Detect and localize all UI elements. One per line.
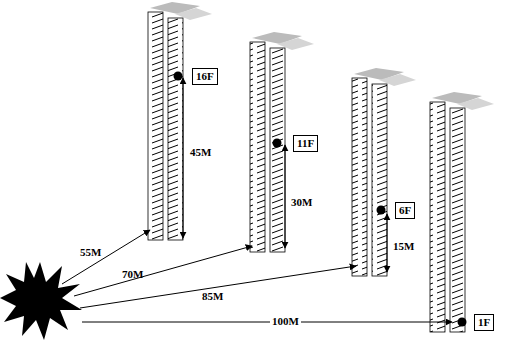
distance-label: 100M <box>270 315 301 328</box>
distance-label: 45M <box>188 146 213 159</box>
floor-label: 16F <box>196 70 214 83</box>
floor-box: 6F <box>395 202 415 219</box>
building <box>148 2 212 240</box>
building <box>352 68 416 276</box>
floor-box: 1F <box>474 314 494 331</box>
floor-box: 16F <box>192 68 218 85</box>
building <box>250 32 314 252</box>
distance-label: 30M <box>289 196 314 209</box>
distance-label: 85M <box>200 290 225 303</box>
distance-label: 15M <box>391 240 416 253</box>
distance-label: 55M <box>78 246 103 259</box>
distance-arrows <box>62 230 452 322</box>
floor-label: 6F <box>399 204 411 217</box>
floor-box: 11F <box>293 135 318 152</box>
floor-label: 1F <box>478 316 490 329</box>
distance-label: 70M <box>120 268 145 281</box>
explosion <box>0 262 82 340</box>
building <box>430 92 494 332</box>
floor-label: 11F <box>297 137 314 150</box>
